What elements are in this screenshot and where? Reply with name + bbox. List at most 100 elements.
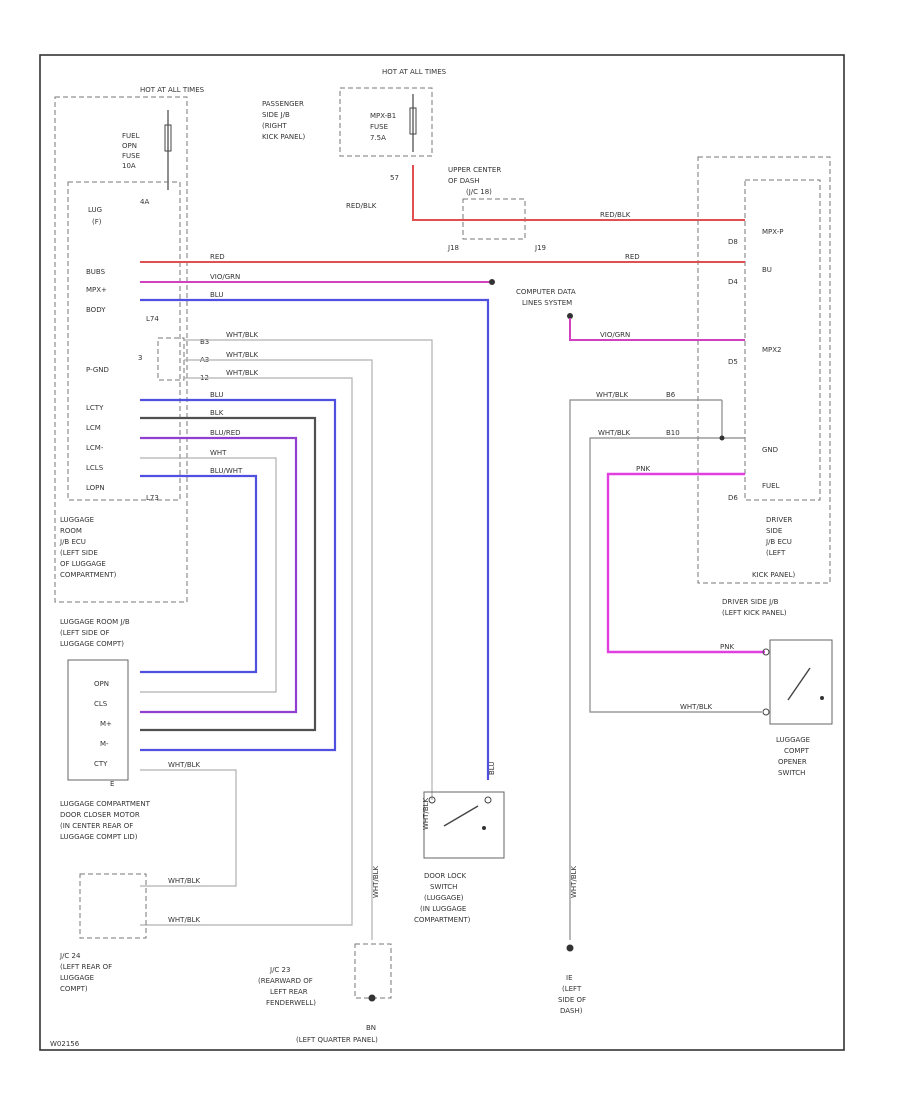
right-pin-labels: MPX-P D8 BU D4 MPX2 D5 GND FUEL D6 xyxy=(728,228,783,502)
svg-text:MPX+: MPX+ xyxy=(86,286,107,294)
vio-grn-label-left: VIO/GRN xyxy=(210,273,240,281)
svg-text:MPX2: MPX2 xyxy=(762,346,782,354)
lug-header-2: (F) xyxy=(92,218,102,226)
wht-blk-jc24-2: WHT/BLK xyxy=(168,916,201,924)
blu-red-wire-lcm xyxy=(140,436,298,714)
left-fuse-box xyxy=(54,96,188,603)
svg-text:(LUGGAGE): (LUGGAGE) xyxy=(424,894,464,902)
computer-data-label: COMPUTER DATA LINES SYSTEM xyxy=(516,288,576,307)
svg-text:DASH): DASH) xyxy=(560,1007,583,1015)
blu-label-a: BLU xyxy=(210,391,223,399)
driver-jb-inner xyxy=(744,179,821,501)
svg-text:COMPUTER DATA: COMPUTER DATA xyxy=(516,288,576,296)
wht-blk-wire-2 xyxy=(184,359,373,940)
wht-blk-label-2: WHT/BLK xyxy=(226,351,259,359)
mpx-connector-dot xyxy=(489,279,495,285)
svg-text:DOOR CLOSER MOTOR: DOOR CLOSER MOTOR xyxy=(60,811,140,819)
svg-text:(LEFT: (LEFT xyxy=(766,549,786,557)
wht-blk-label-1: WHT/BLK xyxy=(226,331,259,339)
pnk-label-bottom: PNK xyxy=(720,643,734,651)
svg-text:BU: BU xyxy=(762,266,772,274)
svg-text:FUEL: FUEL xyxy=(122,132,140,140)
opener-switch: LUGGAGE COMPT OPENER SWITCH xyxy=(762,639,833,777)
svg-text:SIDE J/B: SIDE J/B xyxy=(262,111,290,119)
svg-text:B3: B3 xyxy=(200,338,209,346)
door-lock-switch: DOOR LOCK SWITCH (LUGGAGE) (IN LUGGAGE C… xyxy=(414,791,505,924)
svg-text:LUGGAGE COMPT): LUGGAGE COMPT) xyxy=(60,640,124,648)
jc23-label: J/C 23 (REARWARD OF LEFT REAR FENDERWELL… xyxy=(258,966,316,1007)
ie-ground-label: IE (LEFT SIDE OF DASH) xyxy=(558,974,586,1015)
mpx-fuse: MPX-B1 FUSE 7.5A xyxy=(370,94,417,152)
svg-text:COMPT): COMPT) xyxy=(60,985,88,993)
wht-blk-label-3: WHT/BLK xyxy=(226,369,259,377)
svg-text:CTY: CTY xyxy=(94,760,108,768)
svg-text:L73: L73 xyxy=(146,494,159,502)
svg-text:DRIVER: DRIVER xyxy=(766,516,793,524)
driver-jb-outer xyxy=(697,156,831,584)
wht-wire-lcls xyxy=(140,457,277,693)
red-label-right: RED xyxy=(625,253,640,261)
svg-text:(LEFT KICK PANEL): (LEFT KICK PANEL) xyxy=(722,609,787,617)
hot-left-label: HOT AT ALL TIMES xyxy=(140,86,205,94)
svg-text:FUSE: FUSE xyxy=(370,123,388,131)
svg-text:FENDERWELL): FENDERWELL) xyxy=(266,999,316,1007)
svg-text:FUEL: FUEL xyxy=(762,482,780,490)
bn-ground-label: BN xyxy=(366,1024,376,1032)
svg-text:PASSENGER: PASSENGER xyxy=(262,100,304,108)
jc23-box xyxy=(354,943,392,999)
svg-text:KICK PANEL): KICK PANEL) xyxy=(262,133,305,141)
red-label-left: RED xyxy=(210,253,225,261)
wht-blk-right-label-1: WHT/BLK xyxy=(596,391,629,399)
passenger-jb-box xyxy=(339,87,433,157)
j19-label: J19 xyxy=(534,244,546,252)
svg-text:3: 3 xyxy=(138,354,142,362)
wht-blk-wire-1 xyxy=(184,339,433,800)
svg-text:(J/C 18): (J/C 18) xyxy=(466,188,492,196)
svg-text:D8: D8 xyxy=(728,238,738,246)
svg-text:D5: D5 xyxy=(728,358,738,366)
svg-text:LUGGAGE COMPARTMENT: LUGGAGE COMPARTMENT xyxy=(60,800,151,808)
blu-wht-wire-lopn xyxy=(140,474,258,674)
jc24-label: J/C 24 (LEFT REAR OF LUGGAGE COMPT) xyxy=(59,952,112,993)
svg-text:LINES SYSTEM: LINES SYSTEM xyxy=(522,299,572,307)
svg-text:L74: L74 xyxy=(146,315,159,323)
j18-label: J18 xyxy=(447,244,459,252)
blu-red-label: BLU/RED xyxy=(210,429,241,437)
svg-text:CLS: CLS xyxy=(94,700,108,708)
svg-text:ROOM: ROOM xyxy=(60,527,82,535)
lug-jb-label: LUGGAGE ROOM J/B (LEFT SIDE OF LUGGAGE C… xyxy=(60,618,130,648)
svg-text:SWITCH: SWITCH xyxy=(778,769,805,777)
svg-text:IE: IE xyxy=(566,974,573,982)
computer-data-dot xyxy=(567,313,573,319)
svg-text:(IN CENTER REAR OF: (IN CENTER REAR OF xyxy=(60,822,133,830)
svg-text:D6: D6 xyxy=(728,494,738,502)
wht-blk-vertical-1: WHT/BLK xyxy=(422,797,430,830)
svg-text:DOOR LOCK: DOOR LOCK xyxy=(424,872,467,880)
svg-text:LEFT REAR: LEFT REAR xyxy=(270,988,308,996)
svg-text:BODY: BODY xyxy=(86,306,106,314)
svg-text:LCM: LCM xyxy=(86,424,101,432)
vio-grn-label-right: VIO/GRN xyxy=(600,331,630,339)
b6-term: B6 xyxy=(666,391,676,399)
motor-pin-labels: OPN CLS M+ M- CTY E xyxy=(94,680,114,788)
blu-vertical: BLU xyxy=(488,762,496,775)
svg-text:SIDE: SIDE xyxy=(766,527,782,535)
svg-text:LUGGAGE COMPT LID): LUGGAGE COMPT LID) xyxy=(60,833,138,841)
svg-text:10A: 10A xyxy=(122,162,136,170)
passenger-jb-label: PASSENGER SIDE J/B (RIGHT KICK PANEL) xyxy=(262,100,305,141)
svg-text:(REARWARD OF: (REARWARD OF xyxy=(258,977,313,985)
svg-text:OF DASH: OF DASH xyxy=(448,177,480,185)
blk-wire-lcm xyxy=(140,416,317,732)
wht-blk-right-3 xyxy=(589,437,762,713)
svg-text:SWITCH: SWITCH xyxy=(430,883,457,891)
blk-label-a: BLK xyxy=(210,409,224,417)
red-blk-left: RED/BLK xyxy=(346,202,377,210)
svg-text:J/C 23: J/C 23 xyxy=(269,966,290,974)
svg-text:7.5A: 7.5A xyxy=(370,134,386,142)
svg-text:(RIGHT: (RIGHT xyxy=(262,122,287,130)
svg-text:4A: 4A xyxy=(140,198,149,206)
b10-term: B10 xyxy=(666,429,680,437)
svg-text:P-GND: P-GND xyxy=(86,366,109,374)
svg-text:(IN LUGGAGE: (IN LUGGAGE xyxy=(420,905,466,913)
